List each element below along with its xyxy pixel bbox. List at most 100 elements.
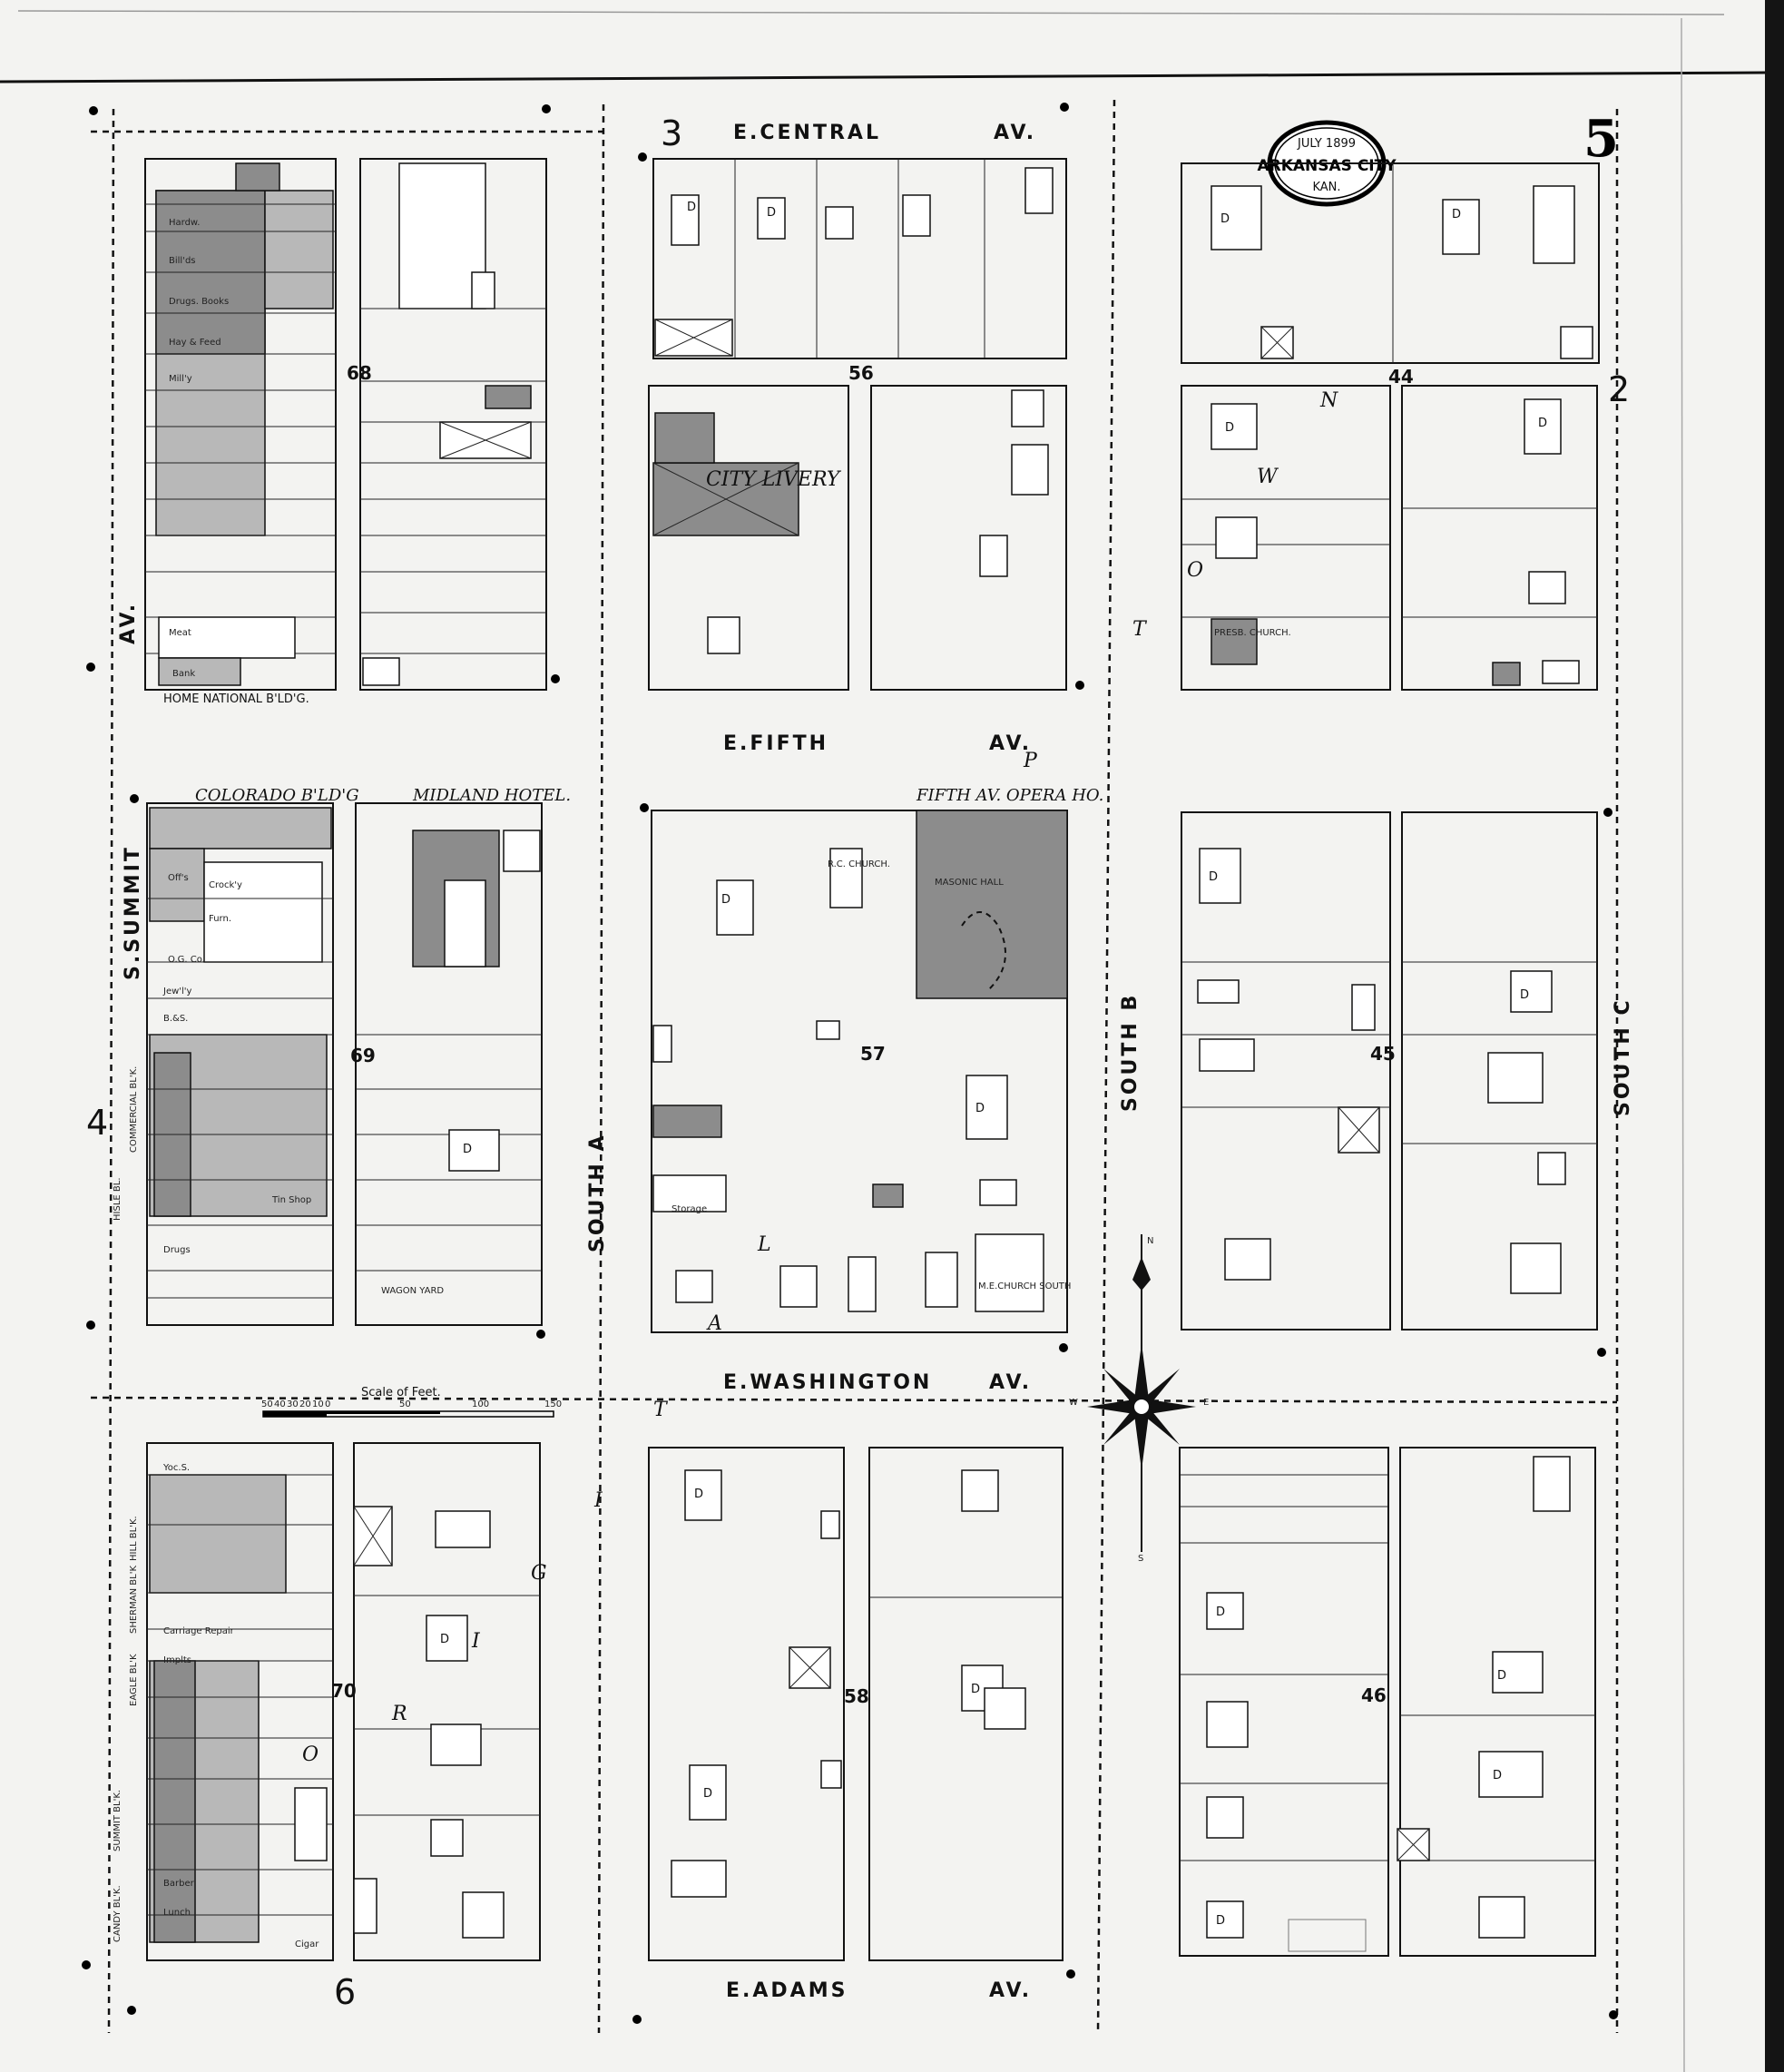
svg-text:100: 100: [472, 1399, 489, 1409]
svg-text:30: 30: [287, 1399, 299, 1409]
block-57: [651, 810, 1068, 1333]
scan-edge: [1765, 0, 1784, 2072]
street-lines: [90, 99, 1619, 2034]
svg-text:R: R: [391, 1703, 407, 1725]
store-crockery: Crock'y: [209, 880, 242, 890]
svg-text:10: 10: [312, 1399, 324, 1409]
scale-bar: Scale of Feet. 50 40 30 20 10 0 50 100 1…: [261, 1386, 562, 1418]
block-number-58: 58: [844, 1685, 869, 1707]
svg-text:D: D: [1538, 417, 1547, 430]
compass-n: N: [1147, 1236, 1153, 1246]
svg-text:50: 50: [261, 1399, 273, 1409]
label-commercial-blk: COMMERCIAL BL'K.: [129, 1066, 139, 1153]
label-me-church: M.E.CHURCH SOUTH: [978, 1281, 1071, 1291]
svg-text:D: D: [1225, 421, 1234, 435]
svg-text:G: G: [531, 1562, 547, 1585]
street-e-fifth: E.FIFTH: [723, 732, 828, 755]
street-summit-av: AV.: [117, 602, 140, 644]
store-drugs: Drugs: [163, 1245, 191, 1255]
svg-text:150: 150: [544, 1399, 562, 1409]
block-46: [1179, 1447, 1596, 1957]
block-number-68: 68: [347, 362, 372, 384]
label-midland: MIDLAND HOTEL.: [412, 786, 571, 805]
store-millinery: Mill'y: [169, 374, 192, 384]
label-opera-house: FIFTH AV. OPERA HO.: [916, 786, 1103, 805]
label-city-livery: CITY LIVERY: [706, 468, 842, 491]
label-carriage-repair: Carriage Repair: [163, 1626, 235, 1636]
compass-s: S: [1138, 1554, 1143, 1564]
block-45: [1181, 811, 1598, 1331]
street-e-adams: E.ADAMS: [726, 1979, 848, 2002]
street-e-central: E.CENTRAL: [733, 122, 881, 144]
compass-w: W: [1069, 1398, 1078, 1408]
scan-fold-right: [1681, 17, 1685, 2072]
block-number-70: 70: [331, 1680, 357, 1702]
store-groceries: Off's: [168, 873, 189, 883]
store-meat: Meat: [169, 628, 191, 638]
label-eagle-blk: EAGLE BL'K: [129, 1654, 139, 1706]
street-e-central-av: AV.: [994, 122, 1036, 144]
adjacent-sheet-top: 3: [661, 113, 682, 153]
block-number-46: 46: [1361, 1684, 1387, 1706]
svg-text:D: D: [721, 893, 730, 907]
svg-text:L: L: [757, 1233, 771, 1256]
svg-text:D: D: [1520, 988, 1529, 1002]
block-number-45: 45: [1370, 1043, 1396, 1065]
svg-text:D: D: [975, 1102, 985, 1115]
store-bank: Bank: [172, 669, 195, 679]
svg-text:W: W: [1257, 466, 1279, 488]
svg-text:20: 20: [299, 1399, 311, 1409]
svg-text:40: 40: [274, 1399, 286, 1409]
block-69: [146, 802, 543, 1326]
svg-text:P: P: [1023, 750, 1038, 772]
svg-text:I: I: [471, 1630, 481, 1653]
street-e-washington: E.WASHINGTON: [723, 1371, 932, 1394]
block-68: [144, 158, 547, 691]
block-number-69: 69: [350, 1045, 376, 1066]
block-56: [648, 158, 1067, 691]
svg-text:D: D: [1209, 870, 1218, 884]
block-number-44: 44: [1388, 366, 1414, 388]
svg-text:0: 0: [325, 1399, 330, 1409]
street-s-summit: S.SUMMIT: [122, 845, 144, 980]
stamp-state: KAN.: [1312, 181, 1340, 194]
store-billiards: Bill'ds: [169, 256, 196, 266]
svg-text:D: D: [440, 1633, 449, 1646]
label-storage: Storage: [671, 1204, 707, 1214]
svg-text:T: T: [653, 1399, 669, 1421]
store-jewelry: Jew'l'y: [162, 987, 192, 997]
svg-text:D: D: [1216, 1606, 1225, 1619]
label-wagon-yard: WAGON YARD: [381, 1286, 444, 1296]
store-boots-shoes: B.&S.: [163, 1014, 188, 1024]
block-number-56: 56: [848, 362, 874, 384]
label-rc-church: R.C. CHURCH.: [828, 859, 890, 869]
label-presb-church: PRESB. CHURCH.: [1214, 628, 1291, 638]
svg-text:D: D: [1216, 1914, 1225, 1928]
dwelling-marks: D D D D D D D D D D D D D D D D D D D: [440, 201, 1547, 1928]
stamp-date: JULY 1899: [1297, 137, 1356, 151]
label-hill-blk: HILL BL'K.: [129, 1516, 139, 1561]
street-south-c: SOUTH C: [1612, 997, 1634, 1116]
store-implements: Implts: [163, 1655, 191, 1665]
block-number-57: 57: [860, 1043, 886, 1065]
svg-text:O: O: [302, 1743, 319, 1766]
block-58: [648, 1447, 1064, 1961]
scan-fold-top: [17, 10, 1725, 15]
svg-text:D: D: [703, 1787, 712, 1801]
store-barber: Barber: [163, 1879, 195, 1889]
store-drugs-books: Drugs. Books: [169, 297, 229, 307]
block-44: [1181, 162, 1600, 691]
svg-text:50: 50: [399, 1399, 411, 1409]
svg-text:D: D: [694, 1488, 703, 1501]
compass-e: E: [1203, 1398, 1209, 1408]
hydrant-markers: [82, 103, 1618, 2024]
adjacent-sheet-bottom: 6: [334, 1972, 356, 2012]
street-south-b: SOUTH B: [1119, 993, 1142, 1112]
label-home-national: HOME NATIONAL B'LD'G.: [163, 692, 309, 706]
label-masonic-hall: MASONIC HALL: [935, 878, 1004, 888]
svg-text:O: O: [1187, 559, 1203, 582]
stamp-city: ARKANSAS CITY: [1257, 157, 1397, 175]
scale-label: Scale of Feet.: [361, 1386, 441, 1399]
svg-text:N: N: [1319, 389, 1338, 412]
